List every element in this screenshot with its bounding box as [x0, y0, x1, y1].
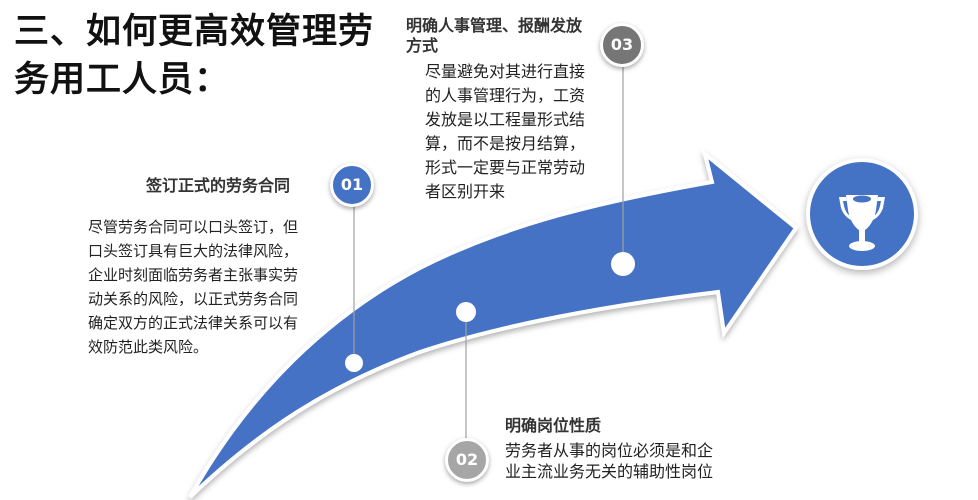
curved-arrow	[188, 148, 799, 499]
step-02-heading: 明确岗位性质	[505, 416, 602, 435]
step-03-line: 算，而不是按月结算，	[425, 134, 586, 153]
step-03-heading: 明确人事管理、报酬发放 方式	[406, 16, 582, 56]
step-03-line: 的人事管理行为，工资	[425, 86, 586, 105]
step-01-badge: 01	[330, 163, 374, 207]
step-01-line: 效防范此类风险。	[88, 338, 209, 356]
step-02-line: 劳务者从事的岗位必须是和企	[505, 441, 714, 460]
step-01-line: 企业时刻面临劳务者主张事实劳	[88, 266, 299, 284]
milestone-dot-02	[456, 302, 476, 322]
step-03-line: 尽量避免对其进行直接	[425, 62, 586, 81]
title-line-1: 三、如何更高效管理劳	[14, 12, 375, 52]
step-03-heading-line: 方式	[406, 36, 439, 55]
step-01-line: 确定双方的正式法律关系可以有	[88, 314, 299, 332]
step-03-line: 者区别开来	[425, 182, 506, 201]
step-01-line: 口头签订具有巨大的法律风险，	[88, 242, 299, 260]
step-02-description: 劳务者从事的岗位必须是和企 业主流业务无关的辅助性岗位	[505, 440, 713, 482]
step-01-heading: 签订正式的劳务合同	[146, 176, 291, 195]
step-02-line: 业主流业务无关的辅助性岗位	[505, 462, 714, 481]
trophy-icon	[839, 195, 885, 251]
step-01-description: 尽管劳务合同可以口头签订，但 口头签订具有巨大的法律风险， 企业时刻面临劳务者主…	[88, 215, 298, 359]
step-01-line: 尽管劳务合同可以口头签订，但	[88, 218, 299, 236]
step-03-description: 尽量避免对其进行直接 的人事管理行为，工资 发放是以工程量形式结 算，而不是按月…	[425, 60, 585, 204]
goal-circle	[806, 158, 918, 270]
page-title: 三、如何更高效管理劳 务用工人员：	[14, 8, 374, 104]
title-line-2: 务用工人员：	[14, 60, 231, 100]
milestone-dot-03	[611, 252, 635, 276]
milestone-dot-01	[345, 354, 363, 372]
step-02-badge: 02	[445, 438, 489, 482]
step-03-line: 发放是以工程量形式结	[425, 110, 586, 129]
step-03-line: 形式一定要与正常劳动	[425, 158, 586, 177]
step-03-heading-line: 明确人事管理、报酬发放	[406, 16, 583, 35]
step-01-line: 动关系的风险，以正式劳务合同	[88, 290, 299, 308]
step-03-badge: 03	[600, 23, 644, 67]
